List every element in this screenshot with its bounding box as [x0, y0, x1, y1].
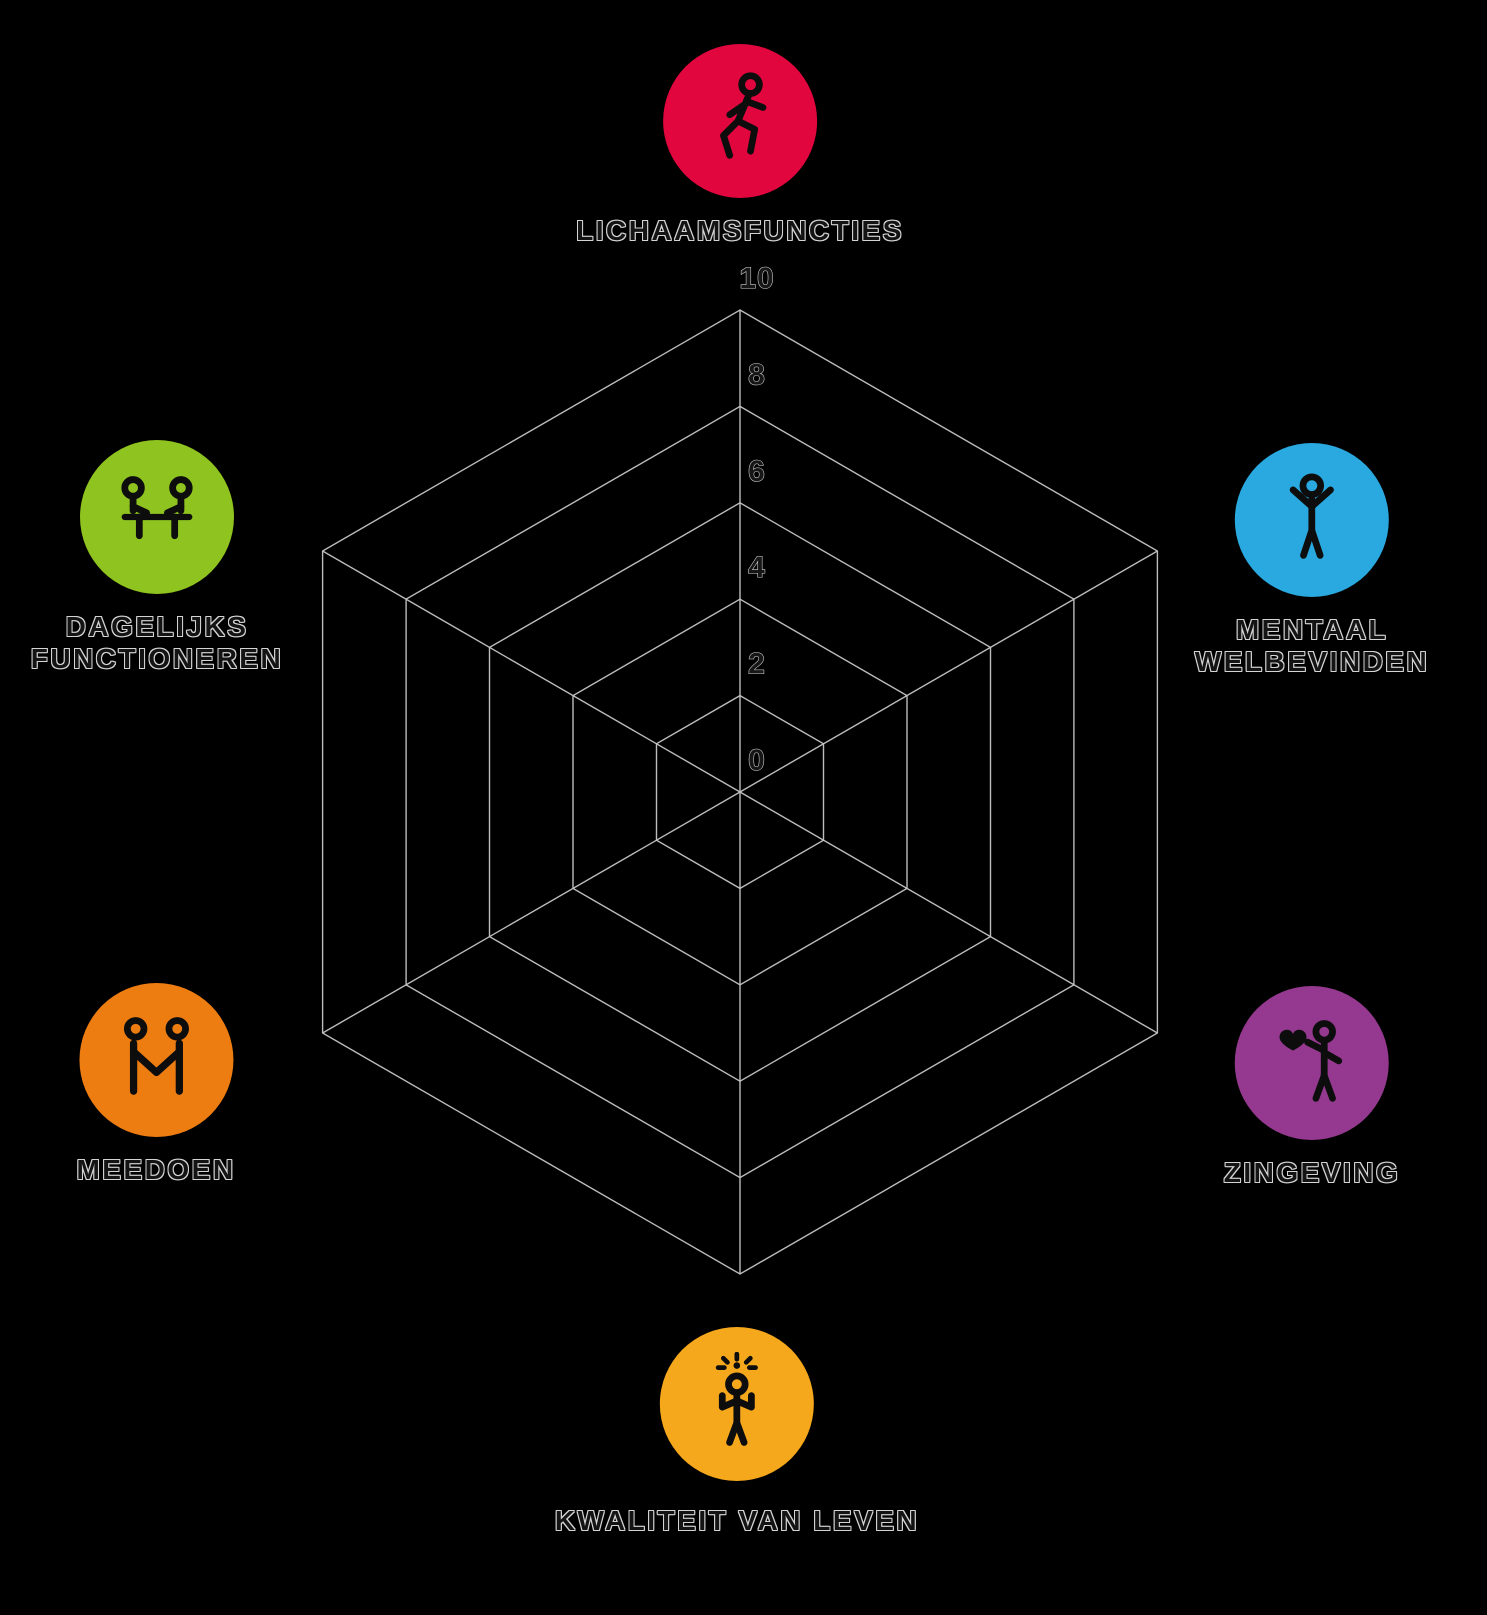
two-people-holding-hands-icon [123, 1017, 189, 1095]
axis-label-zingeving: ZINGEVING [1223, 1157, 1401, 1188]
grid-spoke-2 [739, 791, 1158, 1034]
tick-label-2: 2 [748, 648, 766, 681]
axis-label-lichaamsfuncties: LICHAAMSFUNCTIES [576, 215, 904, 246]
grid-spoke-5 [322, 550, 741, 793]
tick-label-10: 10 [739, 262, 774, 295]
zingeving-circle [1234, 986, 1389, 1140]
axis-label-mentaal-welbevinden: MENTAAL WELBEVINDEN [1194, 614, 1430, 678]
axis-label-dagelijks-functioneren: DAGELIJKS FUNCTIONEREN [30, 611, 284, 675]
tick-label-0: 0 [748, 744, 766, 777]
shining-person-icon [715, 1352, 759, 1446]
tick-label-4: 4 [748, 551, 766, 584]
axis-node-kwaliteit-van-leven: KWALITEIT VAN LEVEN [555, 1327, 919, 1537]
mentaal-welbevinden-circle [1234, 443, 1389, 597]
running-person-icon [719, 72, 767, 159]
lichaamsfuncties-circle [662, 44, 817, 198]
axis-node-lichaamsfuncties: LICHAAMSFUNCTIES [576, 44, 904, 247]
axis-node-mentaal-welbevinden: MENTAAL WELBEVINDEN [1195, 443, 1429, 678]
axis-node-dagelijks-functioneren: DAGELIJKS FUNCTIONEREN [17, 440, 297, 675]
grid-spoke-4 [322, 791, 741, 1034]
grid-spoke-1 [739, 550, 1158, 793]
axis-node-meedoen: MEEDOEN [76, 983, 235, 1186]
tick-label-8: 8 [748, 358, 766, 391]
person-with-heart-icon [1279, 1020, 1343, 1102]
axis-node-zingeving: ZINGEVING [1224, 986, 1401, 1189]
dagelijks-functioneren-circle [80, 440, 234, 594]
arms-raised-person-icon [1289, 473, 1335, 559]
two-people-at-table-icon [121, 476, 193, 540]
meedoen-circle [78, 983, 233, 1137]
tick-label-6: 6 [748, 455, 766, 488]
kwaliteit-van-leven-circle [659, 1327, 814, 1481]
axis-label-kwaliteit-van-leven: KWALITEIT VAN LEVEN [554, 1505, 920, 1536]
axis-label-meedoen: MEEDOEN [76, 1154, 236, 1185]
